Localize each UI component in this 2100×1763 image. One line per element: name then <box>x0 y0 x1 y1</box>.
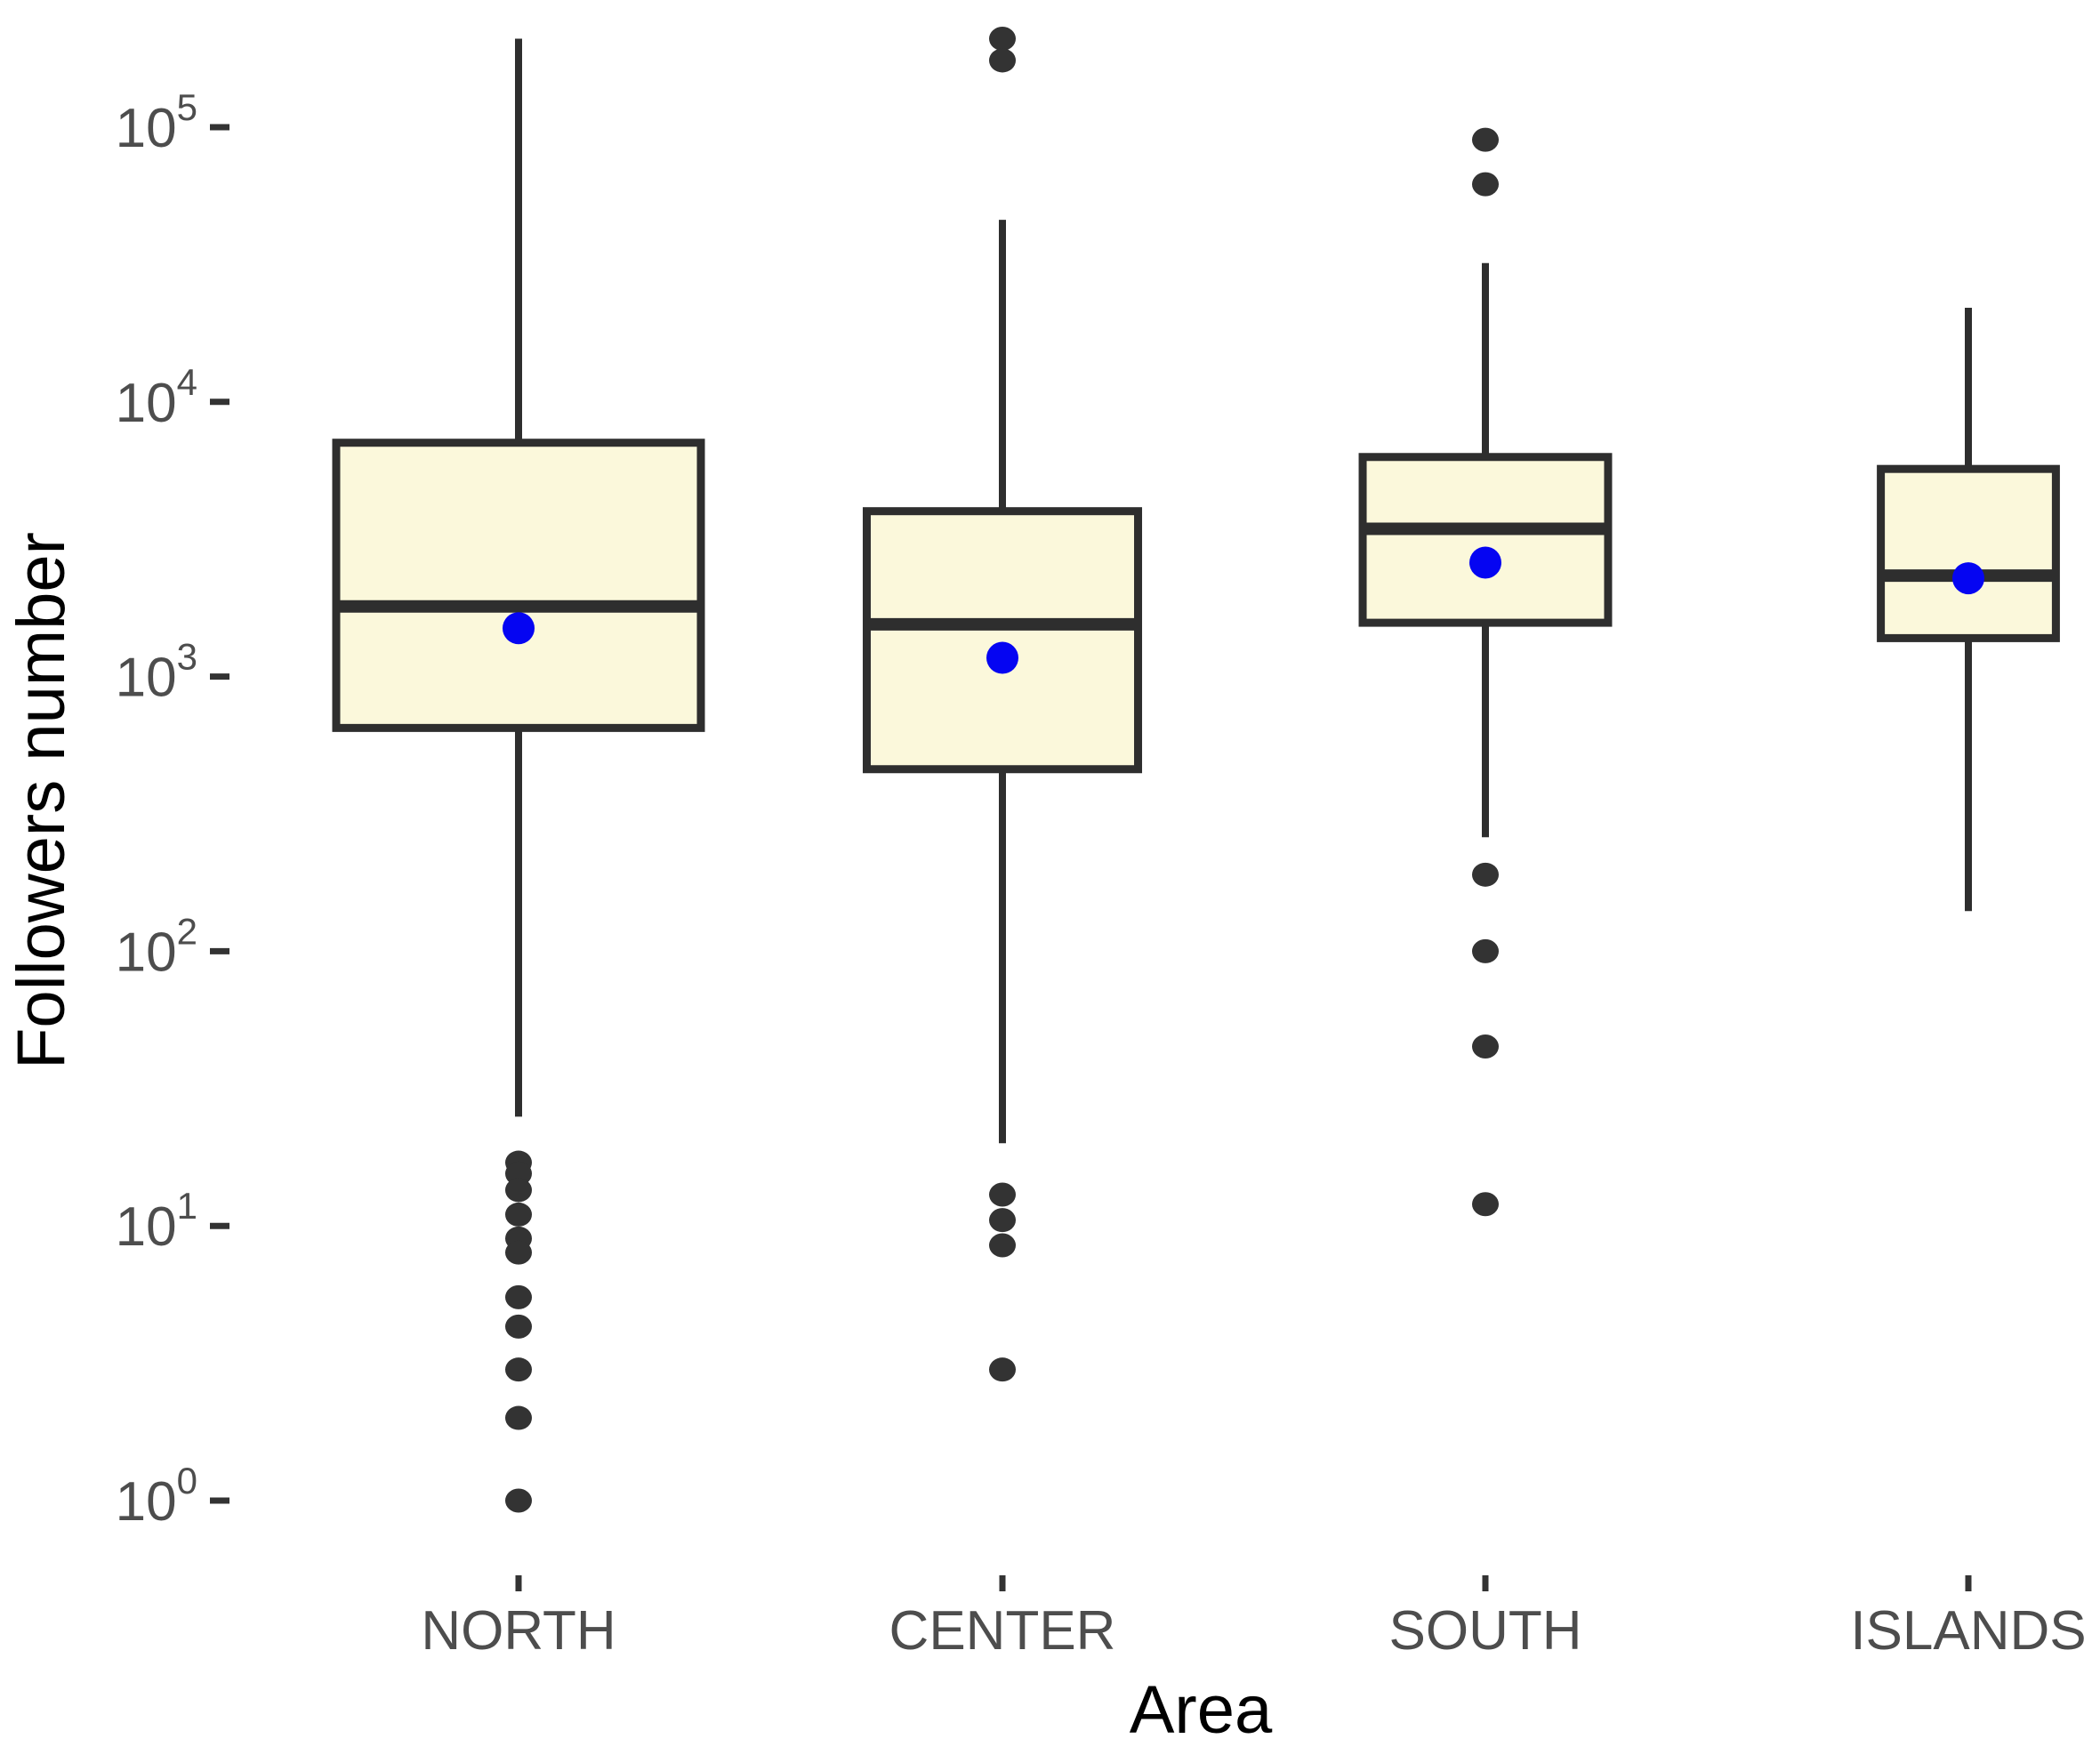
x-tick-label-center: CENTER <box>889 1600 1116 1662</box>
outlier-point <box>505 1161 532 1186</box>
outlier-point <box>505 1202 532 1227</box>
outlier-point <box>505 1314 532 1339</box>
outlier-point <box>989 1208 1016 1233</box>
mean-point <box>1952 562 1984 595</box>
y-tick-label: 103 <box>116 636 197 709</box>
outlier-point <box>989 1233 1016 1258</box>
outlier-point <box>505 1405 532 1430</box>
outlier-point <box>505 1488 532 1513</box>
y-tick-label: 100 <box>116 1460 197 1533</box>
outlier-point <box>1472 1192 1499 1217</box>
iqr-box <box>1358 453 1613 627</box>
outlier-point <box>1472 1034 1499 1059</box>
boxplot-center <box>862 26 1143 1382</box>
y-tick-label: 104 <box>116 361 197 434</box>
x-tick-label-south: SOUTH <box>1389 1600 1582 1662</box>
outlier-point <box>505 1284 532 1309</box>
outlier-point <box>1472 862 1499 887</box>
boxplot-islands <box>1877 308 2060 912</box>
y-tick-label: 105 <box>116 86 197 159</box>
x-tick-label-north: NORTH <box>421 1600 616 1662</box>
outlier-point <box>1472 127 1499 152</box>
y-axis-title: Followers number <box>4 532 79 1069</box>
mean-point <box>503 612 535 645</box>
boxplot-north <box>332 38 705 1513</box>
iqr-box <box>332 439 705 732</box>
x-tick-label-islands: ISLANDS <box>1850 1600 2086 1662</box>
y-tick-label: 102 <box>116 910 197 983</box>
outlier-point <box>505 1240 532 1265</box>
outlier-point <box>989 48 1016 73</box>
outlier-point <box>1472 938 1499 963</box>
plot-layer <box>332 26 2060 1513</box>
outlier-point <box>505 1178 532 1203</box>
mean-point <box>1469 546 1501 579</box>
x-axis-title: Area <box>1130 1672 1273 1748</box>
outlier-point <box>989 1182 1016 1207</box>
outlier-point <box>989 1357 1016 1382</box>
iqr-box <box>862 507 1143 774</box>
outlier-point <box>505 1357 532 1382</box>
boxplot-south <box>1358 127 1613 1217</box>
outlier-point <box>989 26 1016 51</box>
outlier-point <box>1472 172 1499 197</box>
y-tick-label: 101 <box>116 1185 197 1258</box>
iqr-box <box>1877 464 2060 642</box>
mean-point <box>986 641 1018 674</box>
